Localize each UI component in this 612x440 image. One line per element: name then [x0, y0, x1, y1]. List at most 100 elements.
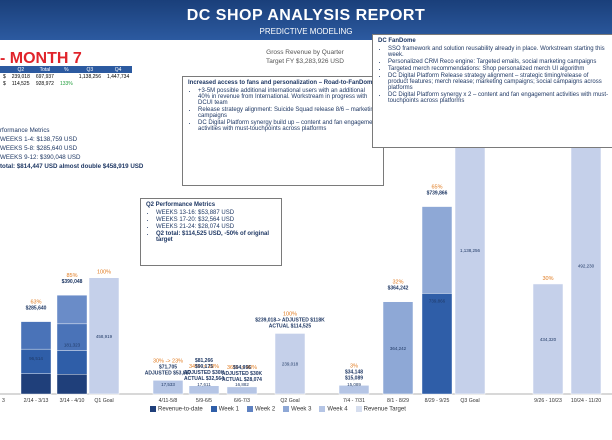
chart-bar	[382, 301, 414, 395]
category-tick-label: 6/6-7/3	[234, 398, 250, 404]
category-tick-label: Q1 Goal	[94, 398, 113, 404]
summary-header: Q2	[8, 66, 33, 73]
q1-metric-line: WEEKS 9-12: $390,048 USD	[0, 154, 81, 161]
callout-item: WEEKS 21-24: $28,074 USD	[156, 224, 276, 230]
bar-inner-label: 96,514	[29, 356, 43, 361]
bar-percent-label: 100%	[283, 311, 297, 317]
callout-item: DC Digital Platform Release strategy ali…	[388, 73, 610, 91]
month-label: - MONTH 7	[0, 50, 82, 67]
bar-value-label: ADJUSTED $30K	[222, 371, 263, 377]
bar-value-label: $285,640	[26, 306, 47, 312]
chart-bar	[338, 385, 370, 395]
q1-metric-line: total: $814,447 USD almost double $458,9…	[0, 163, 144, 170]
bar-value-label: $364,242	[388, 286, 409, 292]
legend-item: Week 4	[319, 406, 348, 413]
chart-bar	[188, 385, 220, 395]
summary-header: Total	[32, 66, 57, 73]
callout-title: DC FanDome	[378, 38, 416, 44]
report-banner: DC SHOP ANALYSIS REPORT PREDICTIVE MODEL…	[0, 0, 612, 40]
bar-inner-label: 1,138,256	[460, 248, 481, 253]
chart-bar-segment	[56, 323, 88, 351]
bar-value-label: $34,148	[345, 369, 363, 375]
legend-item: Revenue Target	[355, 406, 406, 413]
report-title: DC SHOP ANALYSIS REPORT	[186, 7, 426, 24]
chart-bar	[274, 333, 306, 395]
chart-bar	[226, 386, 258, 395]
callout-item: SSO framework and solution reusability a…	[388, 46, 610, 58]
chart-bar-segment	[20, 373, 52, 395]
chart-bar-segment	[56, 374, 88, 395]
callout-item: Personalized CRM Reco engine: Targeted e…	[388, 59, 610, 65]
bar-value-label: $390,048	[62, 279, 83, 285]
chart-bar-segment	[421, 293, 453, 395]
gross-revenue-title: Gross Revenue by Quarter Target FY $3,28…	[266, 49, 344, 65]
category-tick-label: 3	[2, 398, 5, 404]
bar-percent-label: 36% -> 40%	[227, 365, 257, 371]
callout-item: WEEKS 13-16: $53,887 USD	[156, 210, 276, 216]
summary-header: Q4	[103, 66, 133, 73]
callout-title: Q2 Performance Metrics	[146, 202, 216, 208]
callout-item: Targeted merch recommendations: Shop per…	[388, 66, 610, 72]
category-tick-label: 3/14 - 4/10	[60, 398, 85, 404]
bar-inner-label: 434,320	[540, 337, 557, 342]
bar-value-label: ADJUSTED $30K	[184, 370, 225, 376]
category-tick-label: 9/26 - 10/23	[534, 398, 562, 404]
legend-item: Revenue-to-date	[150, 406, 203, 413]
bar-value-label: ADJUSTED $53,887	[145, 370, 192, 376]
chart-bar	[454, 105, 486, 395]
table-row: $ 239,018 697,937 1,138,256 1,447,734	[3, 73, 130, 80]
bar-percent-label: 30% -> 23%	[153, 358, 183, 364]
bar-inner-label: 458,919	[96, 334, 113, 339]
chart-bar	[532, 283, 564, 395]
q1-metric-line: WEEKS 1-4: $138,759 USD	[0, 136, 78, 143]
bar-value-label: $81,266	[195, 358, 213, 364]
bar-value-label: $71,705	[159, 364, 177, 370]
category-tick-label: 2/14 - 3/13	[24, 398, 49, 404]
bar-inner-label: 739,866	[429, 298, 446, 303]
table-row: $ 114,525 928,972 133%	[3, 80, 73, 87]
bar-value-label: ACTUAL $114,525	[269, 323, 312, 329]
bar-inner-label: 239,018	[282, 362, 299, 367]
summary-header: %	[56, 66, 76, 73]
legend-item: Week 3	[283, 406, 311, 413]
bar-percent-label: 3%	[350, 363, 358, 369]
q1-metrics-title: rformance Metrics	[0, 127, 50, 134]
category-tick-label: Q2 Goal	[280, 398, 299, 404]
bar-inner-label: 17,533	[161, 382, 175, 387]
bar-value-label: ACTUAL $32,564	[184, 376, 224, 382]
category-tick-label: 10/24 - 11/20	[571, 398, 601, 404]
chart-bar-segment	[56, 294, 88, 325]
chart-bar-segment	[20, 348, 52, 374]
bar-value-label: $739,866	[427, 191, 448, 197]
category-tick-label: Q3 Goal	[460, 398, 479, 404]
bar-value-label: $90,175	[195, 364, 213, 370]
bar-inner-label: 181,323	[64, 343, 81, 348]
chart-bar	[152, 380, 184, 395]
chart-bar-segment	[56, 350, 88, 375]
category-tick-label: 8/1 - 8/29	[387, 398, 409, 404]
bar-inner-label: 15,089	[347, 382, 361, 387]
bar-inner-label: 17,611	[197, 382, 211, 387]
dc-fandome-callout: DC FanDome SSO framework and solution re…	[372, 34, 612, 148]
callout-item: DC Digital Platform synergy build up – c…	[198, 120, 378, 132]
category-tick-label: 4/11-5/8	[159, 398, 178, 404]
bar-percent-label: 30%	[542, 276, 553, 282]
category-tick-label: 8/29 - 9/25	[425, 398, 450, 404]
report-subtitle: PREDICTIVE MODELING	[259, 27, 353, 36]
bar-inner-label: 492,230	[578, 263, 595, 268]
callout-item: WEEKS 17-20: $32,564 USD	[156, 217, 276, 223]
bar-value-label: $94,956	[233, 365, 251, 371]
summary-table: Q2 Total % Q3 Q4 $ 239,018 697,937 1,138…	[0, 66, 133, 87]
chart-bar	[570, 136, 602, 395]
bar-percent-label: 100%	[97, 270, 111, 276]
road-to-fandome-callout: Increased access to fans and personaliza…	[182, 76, 384, 186]
callout-item: +3-5M possible additional international …	[198, 88, 378, 106]
callout-item: DC Digital Platform synergy x 2 – conten…	[388, 92, 610, 104]
category-tick-label: 7/4 - 7/31	[343, 398, 365, 404]
chart-bar	[88, 277, 120, 395]
callout-item: Q2 total: $114,525 USD, -50% of original…	[156, 231, 276, 243]
bar-value-label: $15,089	[345, 375, 363, 381]
bar-inner-label: 364,242	[390, 346, 407, 351]
bar-percent-label: 34% -> 18%	[189, 364, 219, 370]
